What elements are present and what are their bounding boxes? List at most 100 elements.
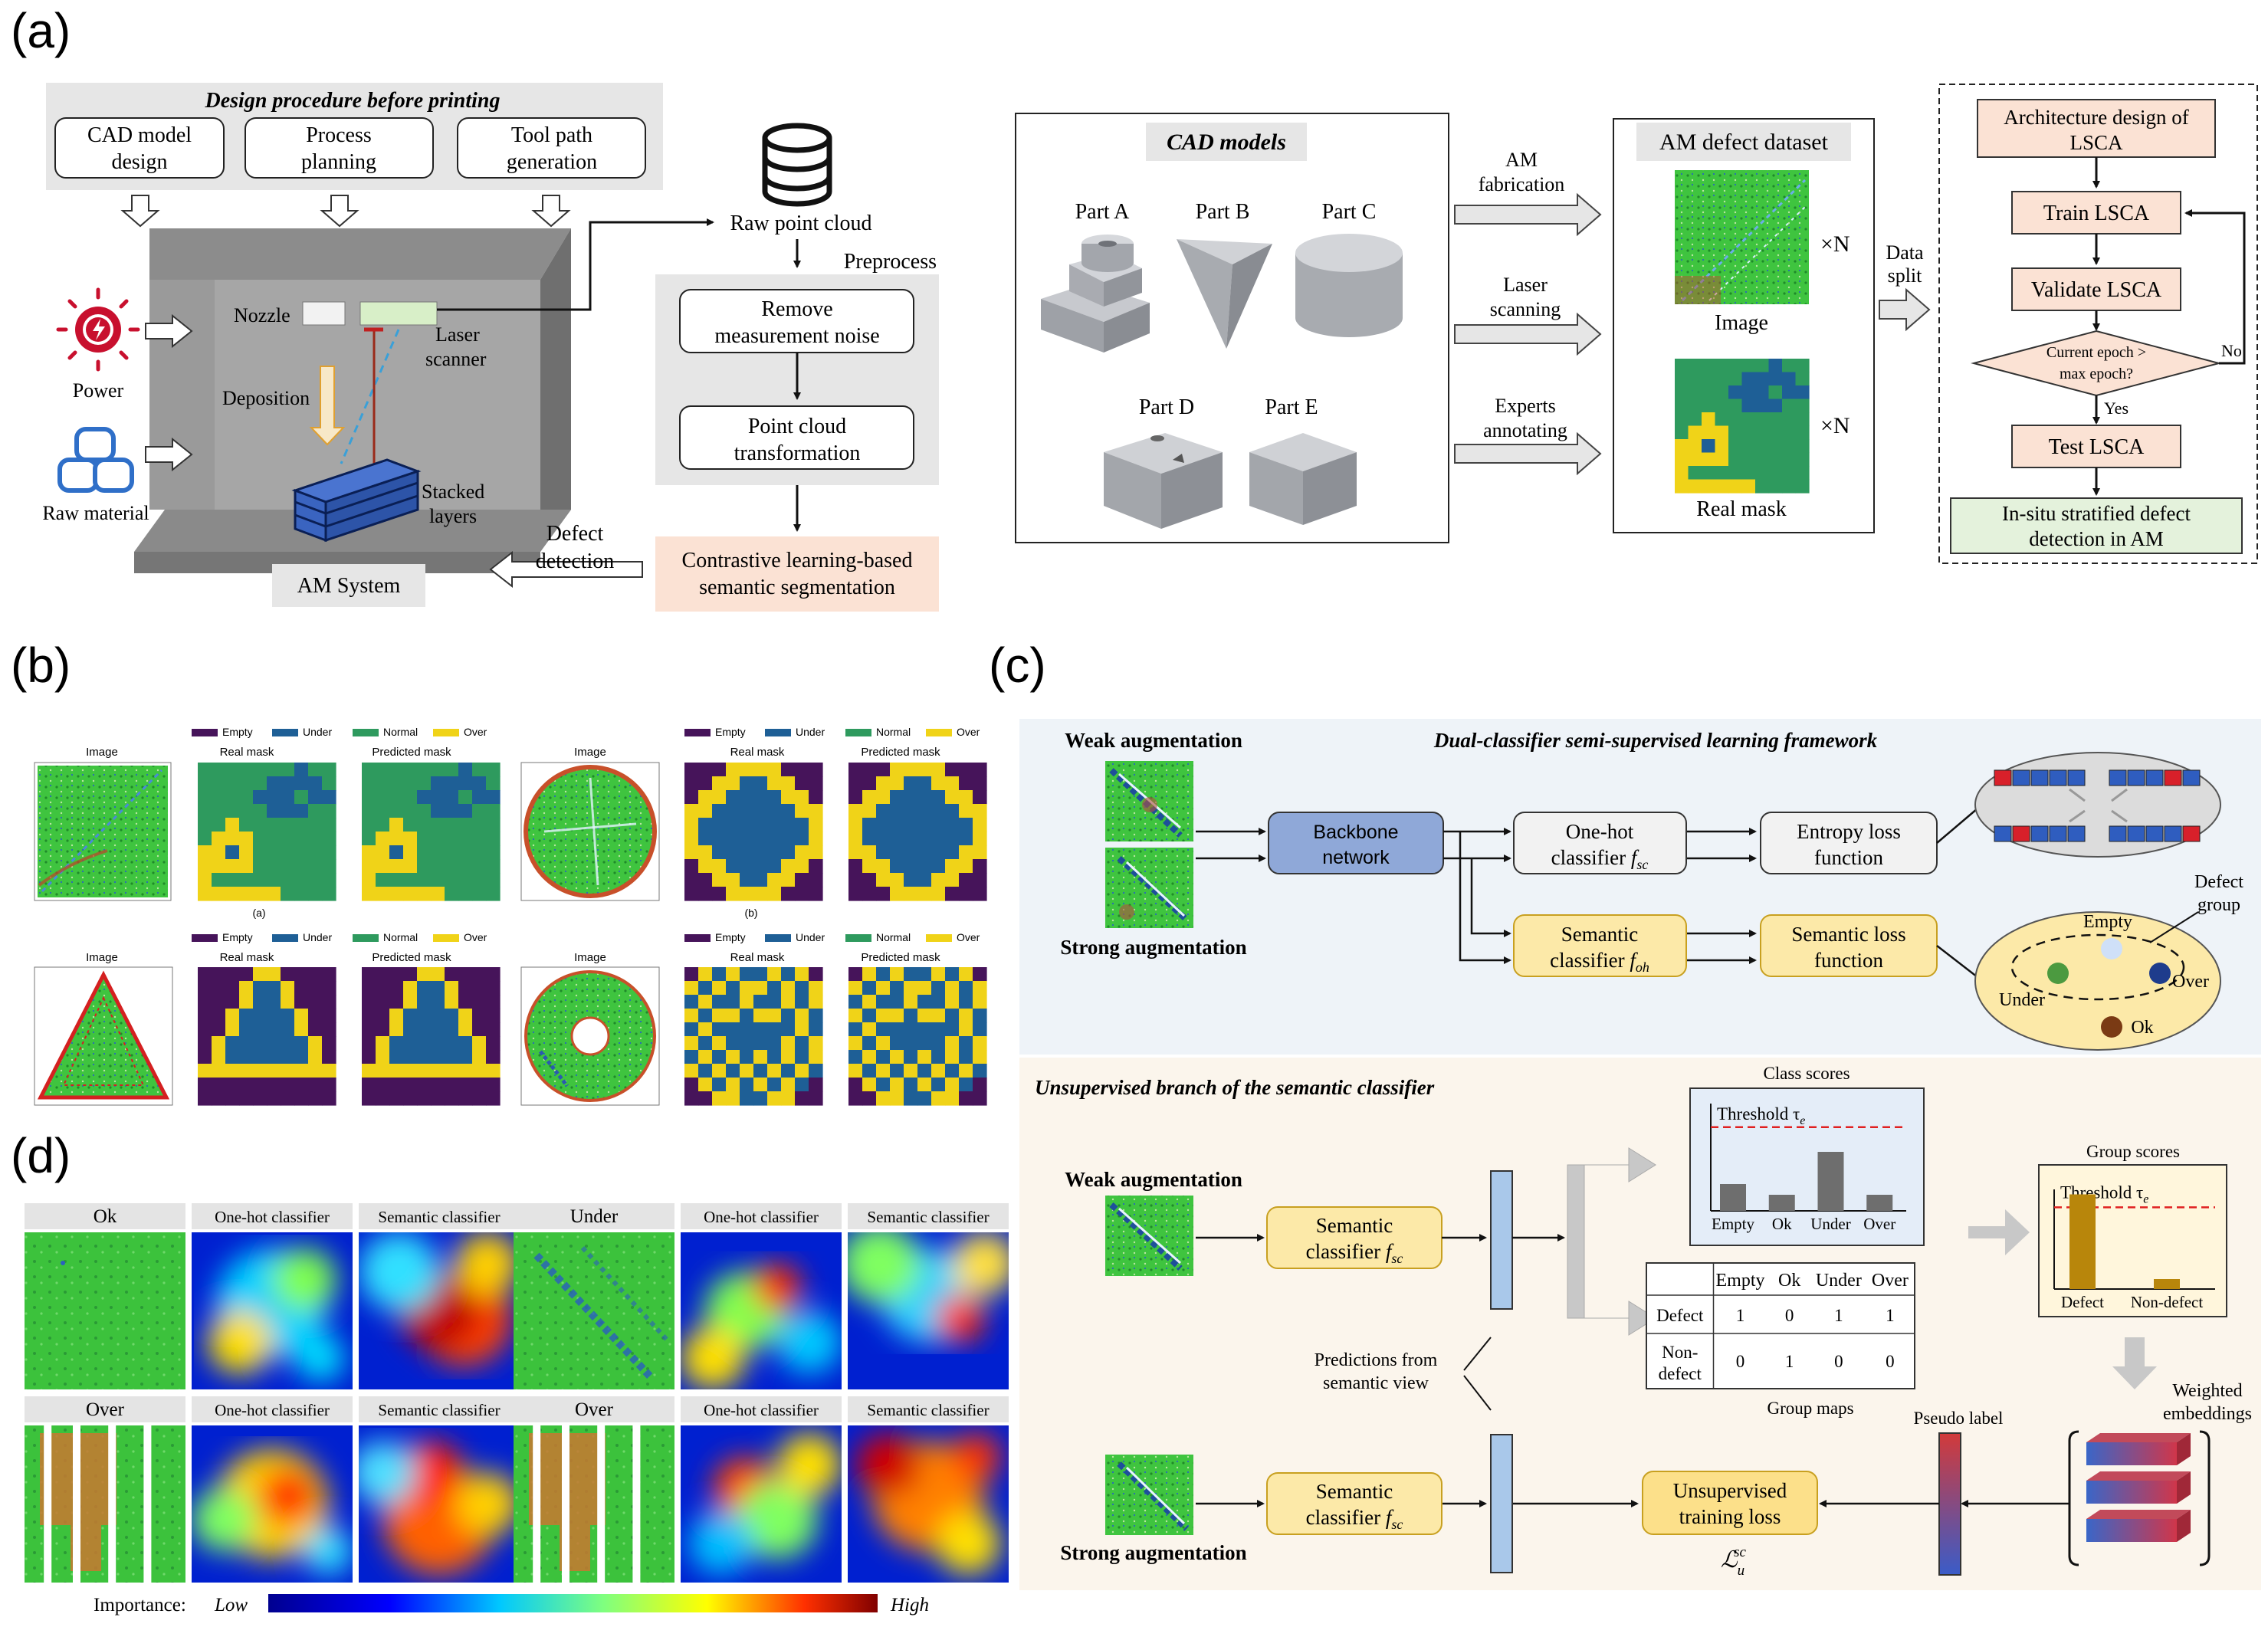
laser-scanner-box [359, 301, 438, 326]
svg-text:design: design [111, 150, 167, 174]
table-cell: 1 [1736, 1306, 1745, 1325]
part-b-label: Part B [1196, 200, 1250, 224]
group-score-bar [2154, 1279, 2180, 1289]
legend-label: Over [957, 931, 980, 943]
step-tool-path: Tool path generation [457, 117, 646, 179]
dataset-title: AM defect dataset [1659, 130, 1829, 155]
unsup-loss-box: Unsupervised training loss [1642, 1471, 1818, 1535]
legend-label: Normal [876, 931, 911, 943]
table-header: Ok [1778, 1271, 1800, 1291]
power-label: Power [73, 379, 124, 402]
b-column-label: Predicted mask [861, 746, 940, 759]
to-group-arrow [1968, 1209, 2030, 1255]
dataset-mask-grid [1675, 359, 1810, 494]
dataset-real-mask [1675, 359, 1810, 494]
table-row-label: Defect [1656, 1306, 1704, 1325]
cad-models-title: CAD models [1167, 130, 1286, 155]
part-b-shape [1177, 239, 1272, 349]
c-weak-aug-label-2: Weak augmentation [1065, 1168, 1242, 1191]
dataset-image [1675, 170, 1809, 304]
flow-train: Train LSCA [2011, 191, 2181, 235]
group-empty-label: Empty [2083, 912, 2132, 932]
d-header-label: Ok [94, 1206, 117, 1227]
panel-label-d: (d) [11, 1128, 71, 1183]
d-heatmap [192, 1425, 353, 1583]
raw-material-icon [57, 427, 134, 493]
group-over-label: Over [2172, 972, 2209, 992]
semantic-loss-box: Semantic loss function [1760, 914, 1938, 977]
importance-high: High [890, 1595, 929, 1616]
table-header: Under [1816, 1271, 1862, 1291]
raw-point-cloud-label: Raw point cloud [730, 212, 871, 235]
table-cell: 1 [1886, 1306, 1895, 1325]
c-weak-image [1105, 761, 1193, 841]
importance-gradient [268, 1594, 878, 1612]
legend-label: Normal [876, 726, 911, 738]
table-cell: 1 [1785, 1352, 1794, 1371]
svg-text:planning: planning [301, 150, 376, 174]
table-cell: 1 [1834, 1306, 1843, 1325]
down-arrow-1 [120, 195, 160, 228]
b-pred-mask-2 [848, 763, 987, 901]
b-real-mask-3 [198, 967, 336, 1106]
c-weak-aug-label: Weak augmentation [1065, 729, 1242, 752]
svg-text:transformation: transformation [734, 441, 861, 465]
laser-scanning-arrow [1454, 312, 1602, 356]
b-column-label: Real mask [220, 951, 274, 964]
b-image-1 [34, 762, 172, 901]
c-strong-aug-label-2: Strong augmentation [1060, 1541, 1246, 1564]
table-header: Over [1872, 1271, 1909, 1291]
pc-transform-box: Point cloud transformation [679, 405, 914, 470]
am-system-label: AM System [297, 574, 401, 598]
svg-text:classifier fsc: classifier fsc [1551, 846, 1649, 872]
svg-text:Backbone: Backbone [1313, 822, 1398, 843]
table-cell: 0 [1834, 1352, 1843, 1371]
c-strong-image [1105, 848, 1193, 928]
svg-text:Process: Process [306, 123, 372, 147]
svg-text:Train LSCA: Train LSCA [2043, 202, 2150, 225]
svg-text:Semantic: Semantic [1316, 1480, 1393, 1503]
design-procedure-title: Design procedure before printing [205, 89, 501, 113]
class-score-tick: Over [1863, 1215, 1895, 1233]
remove-noise-box: Remove measurement noise [679, 289, 914, 353]
table-cell: 0 [1785, 1306, 1794, 1325]
svg-text:Entropy loss: Entropy loss [1797, 820, 1901, 843]
database-icon [762, 123, 832, 207]
laser-beam [340, 329, 400, 464]
svg-text:classifier fsc: classifier fsc [1306, 1240, 1403, 1266]
power-icon [56, 287, 140, 372]
d-heatmap [848, 1425, 1009, 1583]
svg-text:semantic segmentation: semantic segmentation [699, 576, 895, 599]
step-process-planning: Process planning [245, 117, 434, 179]
d-heatmap [848, 1232, 1009, 1389]
svg-text:Architecture design of: Architecture design of [2004, 106, 2188, 129]
panel-a-right: CAD models Part A Part B Part C Part D P… [1015, 84, 2258, 564]
svg-text:Tool path: Tool path [511, 123, 592, 147]
dataset-image-label: Image [1715, 311, 1768, 335]
class-threshold-label: Threshold τe [1717, 1104, 1805, 1127]
flow-architecture: Architecture design of LSCA [1977, 99, 2216, 158]
svg-text:Semantic loss: Semantic loss [1791, 923, 1905, 946]
flow-no-label: No [2221, 341, 2242, 360]
c-strong-aug-label: Strong augmentation [1060, 936, 1246, 959]
group-score-bar [2069, 1194, 2096, 1289]
d-header-label: One-hot classifier [704, 1401, 819, 1419]
b-column-label: Predicted mask [861, 951, 940, 964]
panel-a-left: Design procedure before printing CAD mod… [42, 83, 939, 612]
d-header-label: One-hot classifier [215, 1208, 330, 1226]
group-score-tick: Non-defect [2131, 1293, 2204, 1311]
dataset-xn-1: ×N [1820, 231, 1850, 257]
c-bottom-title: Unsupervised branch of the semantic clas… [1035, 1076, 1435, 1099]
b-column-label: Real mask [220, 746, 274, 759]
data-split-arrow [1879, 287, 1931, 332]
svg-text:training loss: training loss [1679, 1505, 1781, 1528]
svg-text:CAD model: CAD model [87, 123, 192, 147]
svg-text:Remove: Remove [761, 297, 832, 321]
class-score-tick: Under [1810, 1215, 1850, 1233]
